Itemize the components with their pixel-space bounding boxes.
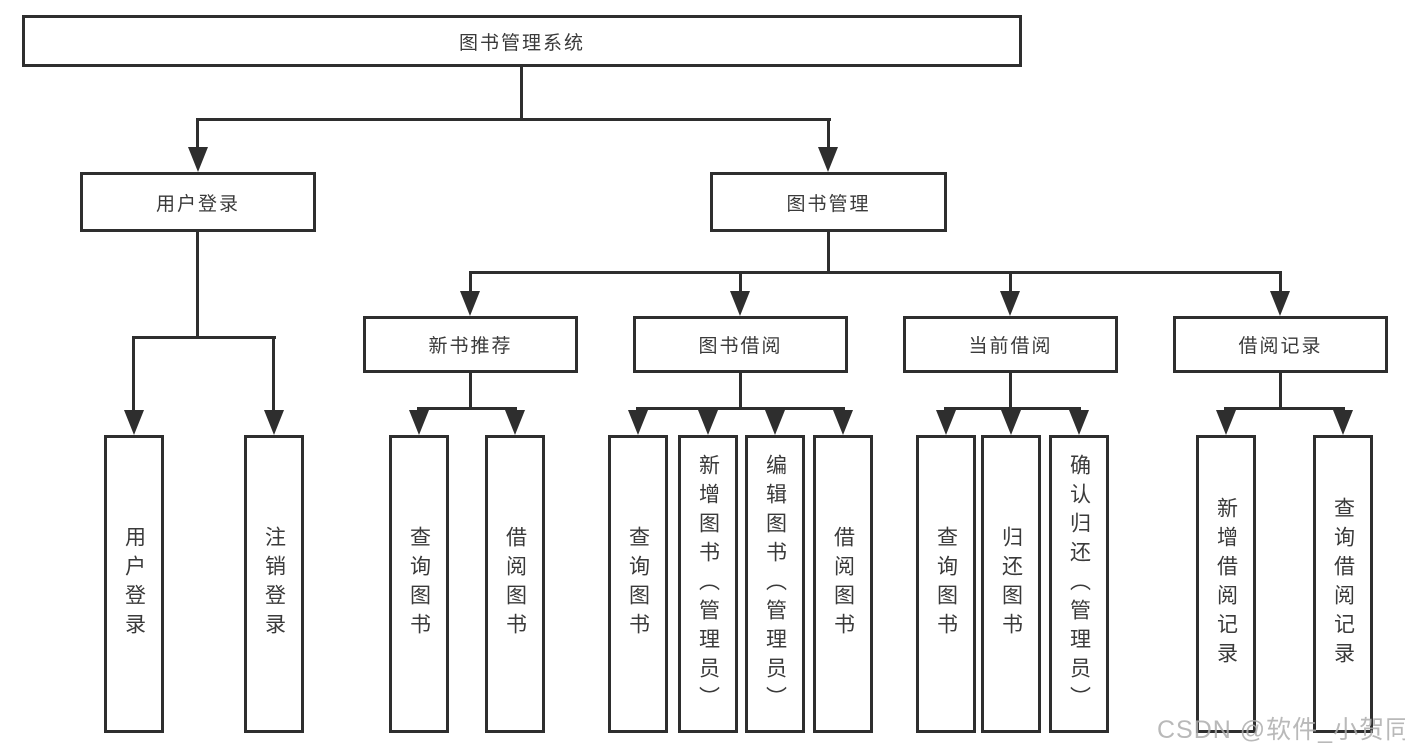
connector-line: [1009, 271, 1012, 296]
leaf-confirm-return-admin: 确认归还（管理员）: [1049, 435, 1109, 733]
node-user-login: 用户登录: [80, 172, 316, 232]
node-current-borrow: 当前借阅: [903, 316, 1118, 373]
connector-arrow: [1333, 410, 1353, 435]
connector-line: [196, 232, 199, 339]
connector-arrow: [833, 410, 853, 435]
connector-line: [1224, 407, 1345, 410]
connector-arrow: [460, 291, 480, 316]
leaf-borrow-books-newrec-label: 借阅图书: [503, 526, 527, 642]
connector-arrow: [1000, 291, 1020, 316]
connector-line: [469, 271, 1282, 274]
connector-line: [1279, 373, 1282, 410]
node-new-books-label: 新书推荐: [428, 336, 513, 357]
leaf-query-borrow-record-label: 查询借阅记录: [1331, 497, 1355, 671]
connector-line: [469, 373, 472, 410]
connector-arrow: [765, 410, 785, 435]
connector-arrow: [936, 410, 956, 435]
csdn-watermark: CSDN @软件_小贺同学: [1157, 716, 1405, 744]
leaf-borrow-books-newrec: 借阅图书: [485, 435, 545, 733]
connector-arrow: [818, 147, 838, 172]
connector-arrow: [730, 291, 750, 316]
node-root-label: 图书管理系统: [458, 32, 585, 54]
leaf-add-borrow-record: 新增借阅记录: [1196, 435, 1256, 733]
leaf-return-book: 归还图书: [981, 435, 1041, 733]
connector-line: [827, 232, 830, 274]
leaf-confirm-return-admin-label: 确认归还（管理员）: [1067, 453, 1091, 715]
connector-line: [272, 336, 275, 415]
leaf-query-books-borrowing: 查询图书: [608, 435, 668, 733]
leaf-logout-label: 注销登录: [262, 526, 286, 642]
connector-arrow: [409, 410, 429, 435]
connector-arrow: [628, 410, 648, 435]
leaf-query-books-current-label: 查询图书: [934, 526, 958, 642]
leaf-return-book-label: 归还图书: [999, 526, 1023, 642]
leaf-query-books-newrec-label: 查询图书: [407, 526, 431, 642]
leaf-borrow-books-borrowing: 借阅图书: [813, 435, 873, 733]
leaf-add-book-admin-label: 新增图书（管理员）: [696, 453, 720, 715]
node-user-login-label: 用户登录: [155, 193, 240, 215]
connector-arrow: [264, 410, 284, 435]
connector-arrow: [505, 410, 525, 435]
connector-line: [739, 373, 742, 410]
connector-line: [739, 271, 742, 296]
connector-line: [469, 271, 472, 296]
leaf-edit-book-admin-label: 编辑图书（管理员）: [763, 453, 787, 715]
leaf-logout: 注销登录: [244, 435, 304, 733]
connector-line: [827, 118, 830, 152]
connector-line: [1279, 271, 1282, 296]
node-borrow-records-label: 借阅记录: [1238, 336, 1323, 357]
connector-arrow: [1270, 291, 1290, 316]
connector-line: [520, 67, 523, 121]
connector-arrow: [1069, 410, 1089, 435]
node-root: 图书管理系统: [22, 15, 1022, 67]
node-new-books: 新书推荐: [363, 316, 578, 373]
node-borrow-records: 借阅记录: [1173, 316, 1388, 373]
connector-line: [196, 118, 831, 121]
connector-line: [944, 407, 1081, 410]
node-borrowing: 图书借阅: [633, 316, 848, 373]
connector-line: [636, 407, 845, 410]
connector-arrow: [1216, 410, 1236, 435]
leaf-query-books-current: 查询图书: [916, 435, 976, 733]
connector-line: [196, 118, 199, 152]
connector-arrow: [124, 410, 144, 435]
leaf-query-borrow-record: 查询借阅记录: [1313, 435, 1373, 733]
connector-line: [417, 407, 517, 410]
leaf-borrow-books-borrowing-label: 借阅图书: [831, 526, 855, 642]
connector-line: [1009, 373, 1012, 410]
node-current-borrow-label: 当前借阅: [968, 336, 1053, 357]
connector-arrow: [1001, 410, 1021, 435]
leaf-query-books-borrowing-label: 查询图书: [626, 526, 650, 642]
node-book-mgmt-label: 图书管理: [786, 193, 871, 215]
node-book-mgmt: 图书管理: [710, 172, 947, 232]
leaf-user-login-label: 用户登录: [122, 526, 146, 642]
node-borrowing-label: 图书借阅: [698, 336, 783, 357]
connector-line: [132, 336, 276, 339]
connector-arrow: [698, 410, 718, 435]
leaf-add-book-admin: 新增图书（管理员）: [678, 435, 738, 733]
connector-arrow: [188, 147, 208, 172]
leaf-query-books-newrec: 查询图书: [389, 435, 449, 733]
leaf-edit-book-admin: 编辑图书（管理员）: [745, 435, 805, 733]
leaf-user-login: 用户登录: [104, 435, 164, 733]
connector-line: [132, 336, 135, 415]
leaf-add-borrow-record-label: 新增借阅记录: [1214, 497, 1238, 671]
